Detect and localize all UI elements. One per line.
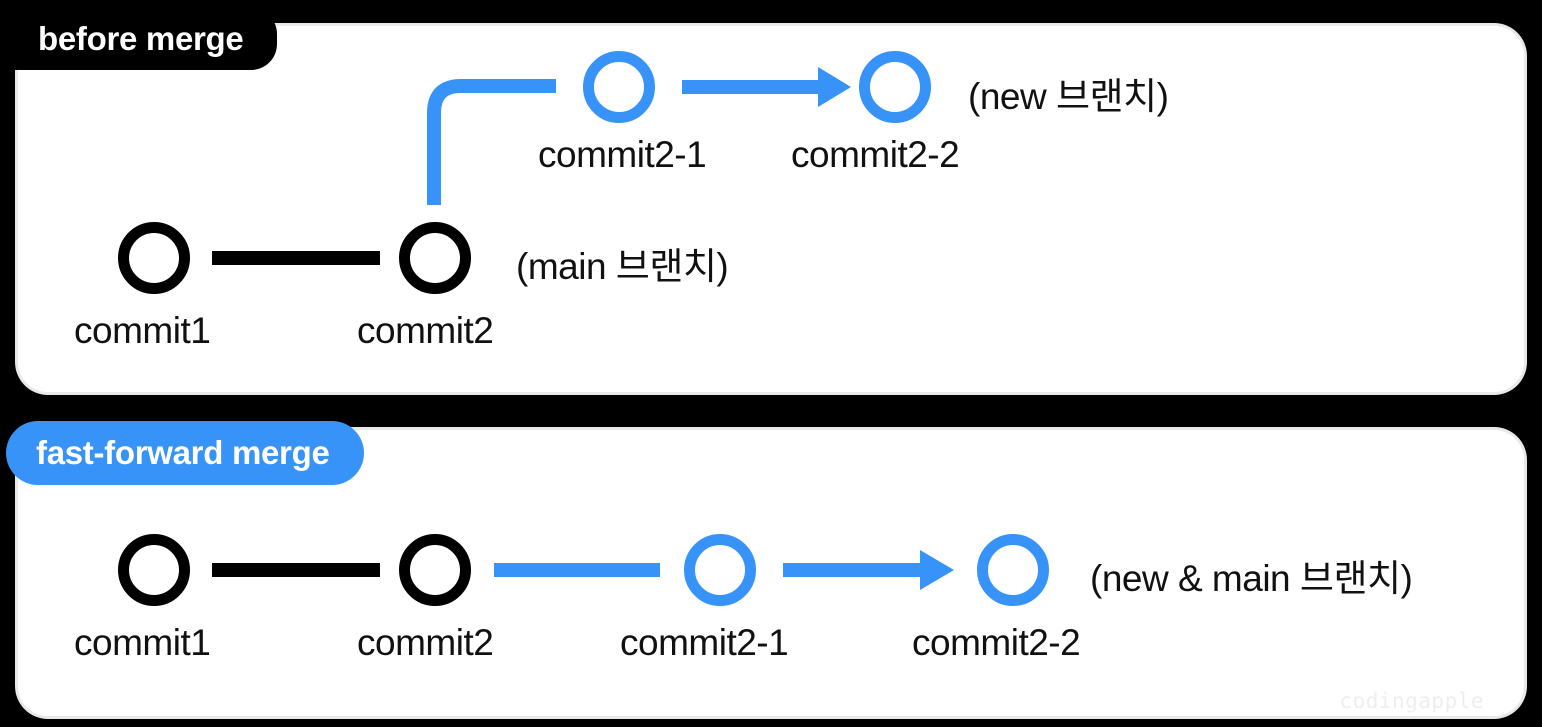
node-label-commit1-ff: commit1: [74, 622, 211, 663]
badge-before-merge: before merge: [0, 8, 278, 70]
node-label-commit2-before: commit2: [357, 310, 494, 351]
node-commit2-ff: [399, 534, 471, 606]
node-commit2-1-before: [583, 51, 655, 123]
node-label-commit2-ff: commit2: [357, 622, 494, 663]
node-label-commit2-2-before: commit2-2: [791, 134, 960, 175]
node-commit1-ff: [118, 534, 190, 606]
node-label-commit2-1-ff: commit2-1: [620, 622, 789, 663]
node-label-commit2-1-before: commit2-1: [538, 134, 707, 175]
branch-label-new: (new 브랜치): [968, 76, 1169, 117]
node-label-commit1-before: commit1: [74, 310, 211, 351]
watermark-codingapple: codingapple: [1339, 689, 1484, 713]
branch-label-new-and-main: (new & main 브랜치): [1090, 558, 1413, 599]
node-commit2-2-ff: [977, 534, 1049, 606]
node-commit2-2-before: [859, 51, 931, 123]
node-commit2-1-ff: [684, 534, 756, 606]
node-commit1-before: [118, 222, 190, 294]
node-commit2-before: [399, 222, 471, 294]
badge-fast-forward-merge: fast-forward merge: [6, 421, 364, 485]
panel-before-merge: [18, 26, 1524, 392]
branch-label-main: (main 브랜치): [516, 246, 729, 287]
node-label-commit2-2-ff: commit2-2: [912, 622, 1081, 663]
